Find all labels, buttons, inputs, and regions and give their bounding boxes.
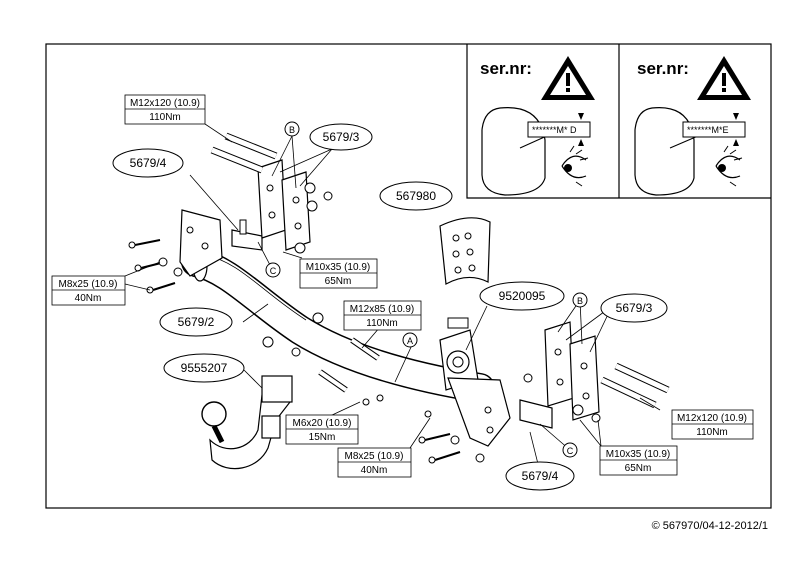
part-number: 9520095 <box>499 289 546 303</box>
marker-b: B <box>577 296 583 306</box>
marker-b: B <box>289 125 295 135</box>
towball <box>201 375 293 470</box>
fitting-kit <box>439 217 491 285</box>
serial-label-box <box>682 121 746 138</box>
part-number: 5679/4 <box>522 469 559 483</box>
right-upper-brackets <box>544 321 600 421</box>
eye-icon <box>715 145 743 187</box>
bolt-spec-m10x35-right: M10x35 (10.9) 65Nm <box>599 445 678 476</box>
arrow-up-icon <box>733 139 739 146</box>
bolt-size: M12x85 (10.9) <box>350 304 414 315</box>
serial-code: *******M* D <box>532 125 577 135</box>
diagram-frame <box>45 43 772 509</box>
bolt-size: M12x120 (10.9) <box>130 98 200 109</box>
part-label-5679-3-left: 5679/3 <box>309 123 373 151</box>
bolt-size: M10x35 (10.9) <box>606 449 670 460</box>
bolt-spec-m6x20: M6x20 (10.9) 15Nm <box>285 414 359 445</box>
right-side-bracket <box>447 377 553 447</box>
arrow-up-icon <box>578 139 584 146</box>
bolt-spec-m12x120-right: M12x120 (10.9) 110Nm <box>671 409 754 440</box>
bolt-size: M10x35 (10.9) <box>306 262 370 273</box>
lower-small-bolts <box>362 394 485 464</box>
bolt-torque: 110Nm <box>696 427 728 438</box>
document-reference: © 567970/04-12-2012/1 <box>651 520 768 532</box>
tow-ball-icon <box>201 401 227 427</box>
eye-icon <box>561 145 589 187</box>
bolt-spec-m8x25-right: M8x25 (10.9) 40Nm <box>337 447 412 478</box>
ser-nr-title: ser.nr: <box>637 59 689 78</box>
serial-code: *******M*E <box>687 125 729 135</box>
warning-triangle-icon <box>541 56 595 100</box>
part-number: 5679/2 <box>178 315 215 329</box>
warning-panel-2: ser.nr: *******M*E <box>634 56 751 196</box>
part-label-567980: 567980 <box>379 181 453 211</box>
warning-triangle-icon <box>697 56 751 100</box>
arrow-down-icon <box>733 113 739 120</box>
bolt-spec-m10x35-left: M10x35 (10.9) 65Nm <box>299 258 378 289</box>
circle-markers: B C A B C <box>265 121 588 458</box>
bolt-torque: 65Nm <box>625 463 652 474</box>
bolt-size: M8x25 (10.9) <box>345 451 404 462</box>
bolt-torque: 110Nm <box>366 318 398 329</box>
bolt-torque: 15Nm <box>309 432 336 443</box>
warning-panel-1: ser.nr: *******M* D <box>480 56 595 196</box>
m12x85-bolts <box>262 312 380 393</box>
bolt-size: M6x20 (10.9) <box>293 418 352 429</box>
marker-c: C <box>567 446 574 456</box>
part-number: 5679/3 <box>616 301 653 315</box>
left-upper-brackets <box>257 159 311 251</box>
part-label-5679-3-right: 5679/3 <box>600 293 668 323</box>
part-number: 5679/3 <box>323 130 360 144</box>
bolt-spec-m8x25-left: M8x25 (10.9) 40Nm <box>51 275 126 306</box>
part-label-5679-4-right: 5679/4 <box>505 461 575 491</box>
tow-ball-plate-outline <box>634 107 695 196</box>
bolt-torque: 65Nm <box>325 276 352 287</box>
left-long-bolts <box>210 132 333 254</box>
bolt-torque: 40Nm <box>75 293 102 304</box>
marker-c: C <box>270 266 277 276</box>
part-label-5679-4-left: 5679/4 <box>112 148 184 178</box>
marker-a: A <box>407 336 413 346</box>
part-number: 567980 <box>396 189 436 203</box>
bolt-size: M8x25 (10.9) <box>59 279 118 290</box>
part-labels: 5679/3 5679/4 567980 5679/2 9520095 9555… <box>112 123 668 491</box>
part-label-9555207: 9555207 <box>163 353 245 383</box>
right-long-bolts <box>523 362 670 423</box>
part-label-5679-2: 5679/2 <box>159 307 233 337</box>
bolt-spec-m12x85: M12x85 (10.9) 110Nm <box>343 300 422 331</box>
part-number: 9555207 <box>181 361 228 375</box>
ser-nr-title: ser.nr: <box>480 59 532 78</box>
bolt-torque: 40Nm <box>361 465 388 476</box>
bolt-spec-m12x120-left: M12x120 (10.9) 110Nm <box>124 94 206 125</box>
warning-panels: ser.nr: *******M* D ser.nr: <box>466 44 771 199</box>
part-label-9520095: 9520095 <box>479 281 565 311</box>
left-small-bolts <box>128 239 183 294</box>
bolt-torque: 110Nm <box>149 112 181 123</box>
bolt-size: M12x120 (10.9) <box>677 413 747 424</box>
warning-panel-border <box>466 44 771 199</box>
arrow-down-icon <box>578 113 584 120</box>
part-number: 5679/4 <box>130 156 167 170</box>
tow-ball-plate-outline <box>481 107 546 196</box>
serial-label-box <box>527 121 591 138</box>
